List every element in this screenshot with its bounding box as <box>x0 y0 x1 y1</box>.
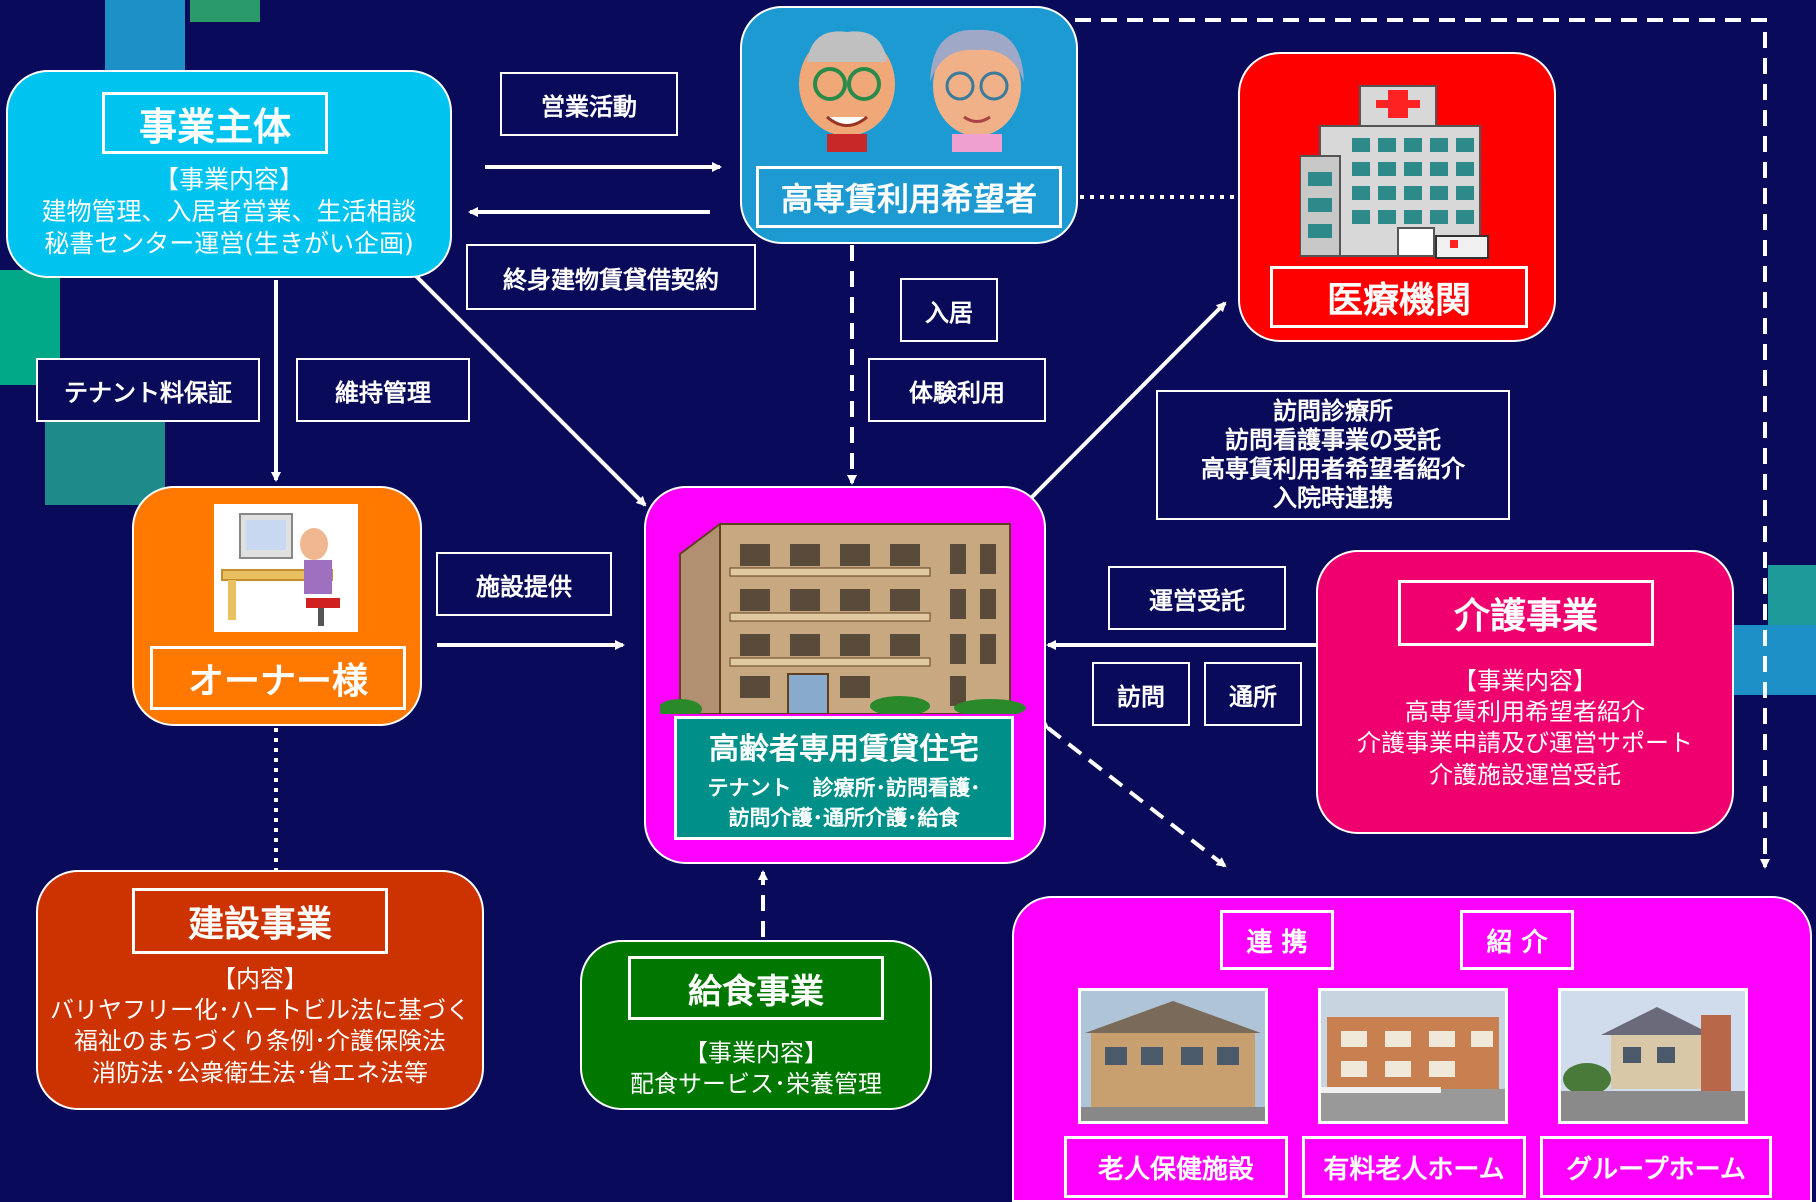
arrow-applicants-to-facilities <box>1075 18 1770 869</box>
private-home-photo <box>1318 988 1508 1124</box>
arrow-entity-to-housing <box>413 273 647 507</box>
applicants-box: 高専賃利用希望者 <box>740 6 1078 244</box>
medical-service-line: 訪問看護事業の受託 <box>1225 426 1441 455</box>
label-move-in: 入居 <box>900 278 998 342</box>
nursing-facility-photo <box>1078 988 1268 1124</box>
catering-line: 配食サービス･栄養管理 <box>630 1070 882 1099</box>
medical-service-line: 高専賃利用者希望者紹介 <box>1201 455 1465 483</box>
facility-label-health-facility: 老人保健施設 <box>1064 1136 1288 1198</box>
care-line: 介護事業申請及び運営サポート <box>1357 729 1693 758</box>
care-box: 介護事業 【事業内容】 高専賃利用希望者紹介 介護事業申請及び運営サポート 介護… <box>1316 550 1734 834</box>
facilities-tag-cooperation: 連 携 <box>1220 910 1334 970</box>
business-entity-line: 【事業内容】 <box>153 165 304 194</box>
medical-box: 医療機関 <box>1238 52 1556 342</box>
catering-title: 給食事業 <box>628 956 884 1020</box>
business-entity-line: 秘書センター運営(生きがい企画) <box>44 229 414 258</box>
label-lease: 終身建物賃貸借契約 <box>466 244 756 310</box>
label-facility-provision: 施設提供 <box>436 552 612 616</box>
construction-line: 消防法･公衆衛生法･省エネ法等 <box>92 1058 428 1087</box>
care-line: 高専賃利用希望者紹介 <box>1405 698 1645 727</box>
catering-lines: 【事業内容】 配食サービス･栄養管理 <box>582 1038 930 1100</box>
owner-title: オーナー様 <box>150 646 406 710</box>
group-home-photo <box>1558 988 1748 1124</box>
arrow-housing-medical <box>1022 301 1227 507</box>
connectors <box>271 18 1770 937</box>
elderly-couple-icon <box>799 29 1024 152</box>
facility-label-private-home: 有料老人ホーム <box>1302 1136 1526 1198</box>
building-photo-icon <box>1321 991 1505 1121</box>
facilities-tag-referral: 紹 介 <box>1460 910 1574 970</box>
catering-box: 給食事業 【事業内容】 配食サービス･栄養管理 <box>580 940 932 1110</box>
construction-title: 建設事業 <box>132 888 388 954</box>
care-title: 介護事業 <box>1398 580 1654 646</box>
label-operation-outsourcing: 運営受託 <box>1108 566 1286 630</box>
label-medical-services: 訪問診療所 訪問看護事業の受託 高専賃利用者希望者紹介 入院時連携 <box>1156 390 1510 520</box>
building-photo-icon <box>1081 991 1265 1121</box>
facilities-box: 連 携 紹 介 老人保健施設 有料老 <box>1012 896 1812 1202</box>
care-lines: 【事業内容】 高専賃利用希望者紹介 介護事業申請及び運営サポート 介護施設運営受… <box>1318 666 1732 791</box>
housing-box: 高齢者専用賃貸住宅 テナント 診療所･訪問看護･ 訪問介護･通所介護･給食 <box>644 486 1046 864</box>
care-line: 介護施設運営受託 <box>1429 760 1621 789</box>
housing-label-panel: 高齢者専用賃貸住宅 テナント 診療所･訪問看護･ 訪問介護･通所介護･給食 <box>674 716 1014 840</box>
facility-label-group-home: グループホーム <box>1540 1136 1772 1198</box>
owner-box: オーナー様 <box>132 486 422 726</box>
applicants-title: 高専賃利用希望者 <box>756 166 1062 228</box>
construction-line: バリヤフリー化･ハートビル法に基づく <box>50 996 470 1025</box>
medical-service-line: 訪問診療所 <box>1273 397 1393 426</box>
label-maintenance: 維持管理 <box>296 358 470 422</box>
medical-title: 医療機関 <box>1270 266 1528 328</box>
label-visit: 訪問 <box>1092 662 1190 726</box>
catering-line: 【事業内容】 <box>684 1039 828 1067</box>
label-sales: 営業活動 <box>500 72 678 136</box>
building-photo-icon <box>1561 991 1745 1121</box>
housing-title: 高齢者専用賃貸住宅 <box>709 732 979 767</box>
apartment-building-icon <box>660 522 1026 714</box>
care-line: 【事業内容】 <box>1453 667 1597 695</box>
label-rent-guarantee: テナント料保証 <box>36 358 260 422</box>
hospital-building-icon <box>1300 85 1489 259</box>
construction-line: 福祉のまちづくり条例･介護保険法 <box>74 1027 446 1056</box>
housing-line: 訪問介護･通所介護･給食 <box>728 806 960 830</box>
construction-lines: 【内容】 バリヤフリー化･ハートビル法に基づく 福祉のまちづくり条例･介護保険法… <box>38 964 482 1089</box>
business-entity-lines: 【事業内容】 建物管理、入居者営業、生活相談 秘書センター運営(生きがい企画) <box>8 164 450 260</box>
medical-service-line: 入院時連携 <box>1273 483 1393 512</box>
construction-line: 【内容】 <box>212 965 308 993</box>
business-entity-line: 建物管理、入居者営業、生活相談 <box>41 197 417 226</box>
label-trial: 体験利用 <box>868 358 1046 422</box>
business-entity-box: 事業主体 【事業内容】 建物管理、入居者営業、生活相談 秘書センター運営(生きが… <box>6 70 452 278</box>
office-worker-icon <box>214 504 358 632</box>
arrow-housing-facilities <box>1038 719 1227 868</box>
label-day-service: 通所 <box>1204 662 1302 726</box>
business-entity-title: 事業主体 <box>102 92 328 154</box>
construction-box: 建設事業 【内容】 バリヤフリー化･ハートビル法に基づく 福祉のまちづくり条例･… <box>36 870 484 1110</box>
housing-line: テナント 診療所･訪問看護･ <box>707 776 981 800</box>
